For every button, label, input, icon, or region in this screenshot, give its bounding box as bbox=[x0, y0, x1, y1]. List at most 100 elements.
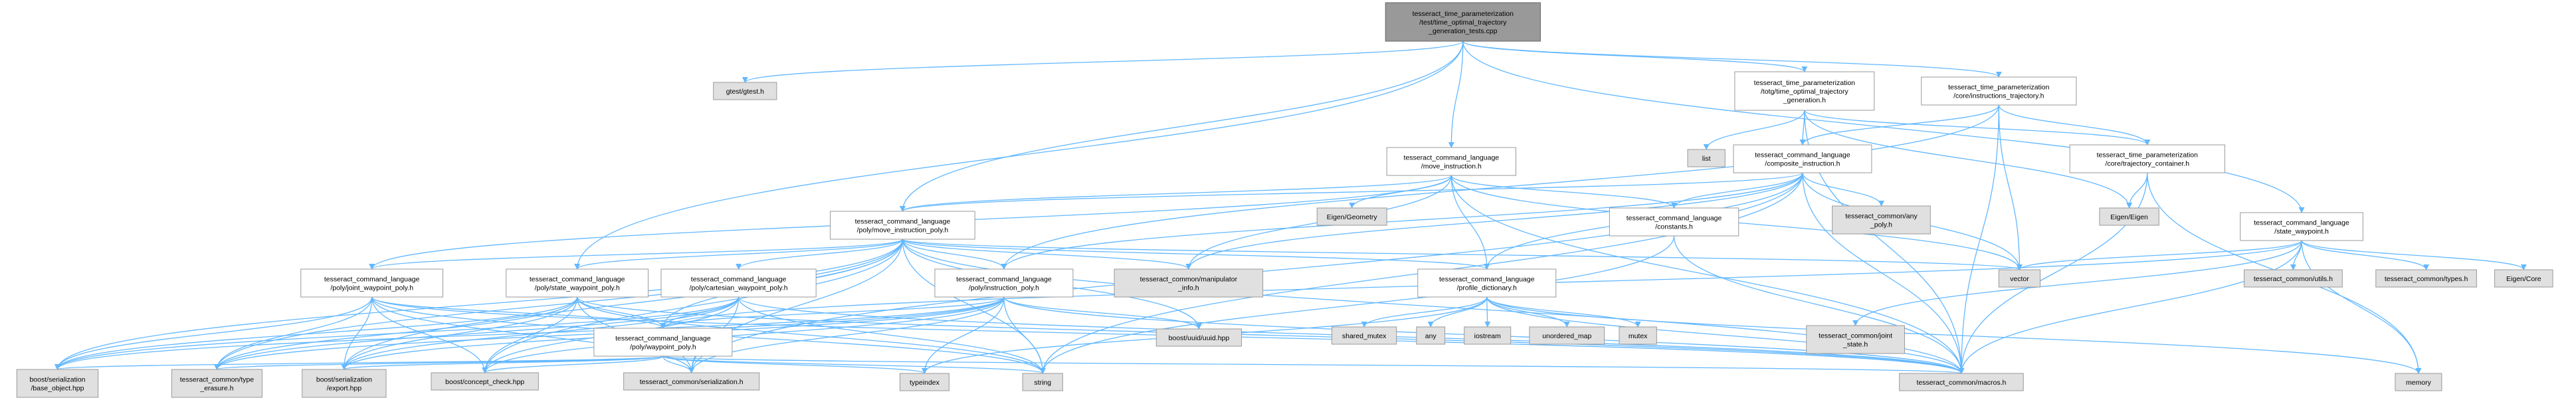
edge-composite-to-constants bbox=[1671, 172, 1803, 209]
node-label-line: tesseract_time_parameterization bbox=[1754, 79, 1855, 87]
node-label-line: tesseract_common/any bbox=[1845, 213, 1918, 221]
edge-move_instr_poly-to-joint_wp_poly bbox=[369, 239, 904, 270]
node-box bbox=[1609, 207, 1739, 237]
edge-state_wp-to-vector bbox=[2017, 240, 2302, 270]
edge-instr_poly-to-wp_poly bbox=[660, 296, 1005, 329]
node-mutex: mutex bbox=[1619, 326, 1657, 345]
node-box bbox=[2244, 269, 2343, 288]
node-box bbox=[431, 372, 539, 391]
edge-state_wp_poly-to-export_hpp bbox=[341, 296, 578, 370]
node-label-line: tesseract_command_language bbox=[1439, 276, 1535, 284]
node-label-line: tesseract_common/joint bbox=[1819, 332, 1892, 340]
edge-joint_wp_poly-to-export_hpp bbox=[341, 296, 373, 370]
node-label-line: tesseract_command_language bbox=[691, 276, 787, 284]
edge-move_instr_poly-to-concept_check bbox=[482, 239, 904, 373]
edge-cart_wp_poly-to-type_erasure bbox=[214, 296, 740, 370]
node-box bbox=[934, 268, 1074, 298]
node-label-line: boost/serialization bbox=[316, 376, 372, 384]
edge-constants-to-string bbox=[1039, 235, 1675, 374]
node-label-line: _info.h bbox=[1177, 284, 1199, 292]
node-box bbox=[1687, 149, 1726, 167]
node-label-line: iostream bbox=[1474, 332, 1502, 340]
edge-state_wp_poly-to-macros bbox=[577, 296, 1965, 374]
edge-profile_dict-to-iostream bbox=[1484, 296, 1491, 328]
node-move-instr-poly[interactable]: tesseract_command_language/poly/move_ins… bbox=[830, 211, 975, 240]
edge-move_instr_poly-to-profile_dict bbox=[902, 239, 1490, 270]
edge-wp_poly-to-string bbox=[662, 355, 1046, 374]
node-label-line: tesseract_command_language bbox=[2254, 219, 2349, 227]
node-profile-dict[interactable]: tesseract_command_language/profile_dicti… bbox=[1417, 268, 1557, 298]
node-box bbox=[660, 268, 817, 298]
node-label-line: gtest/gtest.h bbox=[726, 88, 764, 96]
node-label-line: tesseract_common/serialization.h bbox=[640, 378, 743, 386]
edge-instr_poly-to-base_object bbox=[54, 296, 1005, 370]
edge-state_wp-to-joint_state bbox=[1852, 240, 2302, 326]
node-state-wp[interactable]: tesseract_command_language/state_waypoin… bbox=[2240, 212, 2363, 241]
node-move-instr[interactable]: tesseract_command_language/move_instruct… bbox=[1386, 147, 1517, 176]
node-serialization: tesseract_common/serialization.h bbox=[623, 372, 760, 391]
node-label-line: boost/serialization bbox=[29, 376, 85, 384]
node-box bbox=[713, 82, 777, 100]
edge-totg-to-list bbox=[1703, 110, 1805, 150]
node-manip-info: tesseract_common/manipulator_info.h bbox=[1114, 268, 1264, 298]
node-label-line: /totg/time_optimal_trajectory bbox=[1761, 88, 1849, 96]
edge-profile_dict-to-shared_mutex bbox=[1361, 296, 1488, 328]
node-core-it[interactable]: tesseract_time_parameterization/core/ins… bbox=[1921, 76, 2077, 106]
node-label-line: vector bbox=[2010, 275, 2029, 283]
node-state-wp-poly[interactable]: tesseract_command_language/poly/state_wa… bbox=[506, 268, 649, 298]
node-eigen-geom: Eigen/Geometry bbox=[1316, 207, 1387, 226]
edge-wp_poly-to-type_erasure bbox=[214, 355, 664, 370]
node-cart-wp-poly[interactable]: tesseract_command_language/poly/cartesia… bbox=[660, 268, 817, 298]
edge-wp_poly-to-export_hpp bbox=[341, 355, 664, 370]
node-label-line: tesseract_command_language bbox=[1404, 154, 1500, 162]
node-box bbox=[302, 369, 387, 398]
node-uuid: boost/uuid/uuid.hpp bbox=[1155, 328, 1242, 347]
edge-constants-to-macros bbox=[1673, 235, 1965, 374]
node-wp-poly[interactable]: tesseract_command_language/poly/waypoint… bbox=[593, 328, 733, 357]
edge-root-to-gtest bbox=[742, 41, 1464, 83]
edge-core_it-to-traj_container bbox=[1998, 104, 2151, 146]
node-box bbox=[1386, 147, 1517, 176]
node-joint-wp-poly[interactable]: tesseract_command_language/poly/joint_wa… bbox=[300, 268, 444, 298]
node-box bbox=[900, 373, 949, 391]
node-label-line: Eigen/Eigen bbox=[2110, 213, 2148, 221]
node-memory: memory bbox=[2395, 373, 2442, 391]
node-label-line: Eigen/Core bbox=[2506, 275, 2541, 283]
node-eigen-eigen: Eigen/Eigen bbox=[2099, 207, 2159, 226]
node-box bbox=[506, 268, 649, 298]
edge-instr_poly-to-string bbox=[1003, 296, 1046, 374]
node-label-line: /poly/instruction_poly.h bbox=[969, 284, 1039, 292]
node-box bbox=[1417, 268, 1557, 298]
edge-core_it-to-vector bbox=[1998, 104, 2023, 270]
node-instr-poly[interactable]: tesseract_command_language/poly/instruct… bbox=[934, 268, 1074, 298]
node-box bbox=[1385, 2, 1541, 42]
edge-profile_dict-to-memory bbox=[1486, 296, 2422, 374]
edge-state_wp-to-memory bbox=[2301, 240, 2422, 374]
edge-root-to-move_instr bbox=[1448, 41, 1464, 148]
node-vector: vector bbox=[1998, 269, 2041, 288]
node-constants[interactable]: tesseract_command_language/constants.h bbox=[1609, 207, 1739, 237]
node-label-line: _state.h bbox=[1842, 341, 1868, 349]
node-box bbox=[171, 369, 263, 398]
node-label-line: tesseract_command_language bbox=[324, 276, 420, 284]
node-list: list bbox=[1687, 149, 1726, 167]
edge-profile_dict-to-unordered_map bbox=[1486, 296, 1570, 328]
node-types: tesseract_common/types.h bbox=[2375, 269, 2477, 288]
node-label-line: /poly/joint_waypoint_poly.h bbox=[330, 284, 413, 292]
edge-profile_dict-to-mutex bbox=[1486, 296, 1641, 328]
node-traj-container[interactable]: tesseract_time_parameterization/core/tra… bbox=[2069, 144, 2225, 173]
edge-cart_wp_poly-to-string bbox=[738, 296, 1046, 374]
node-box bbox=[2099, 207, 2159, 226]
node-label-line: /poly/state_waypoint_poly.h bbox=[535, 284, 620, 292]
node-eigen-core: Eigen/Core bbox=[2494, 269, 2553, 288]
node-composite[interactable]: tesseract_command_language/composite_ins… bbox=[1733, 144, 1872, 173]
node-label-line: Eigen/Geometry bbox=[1327, 213, 1378, 221]
node-box bbox=[830, 211, 975, 240]
edge-profile_dict-to-any bbox=[1427, 296, 1488, 328]
node-totg[interactable]: tesseract_time_parameterization/totg/tim… bbox=[1734, 71, 1875, 111]
edge-instr_poly-to-typeindex bbox=[921, 296, 1005, 374]
node-root[interactable]: tesseract_time_parameterization/test/tim… bbox=[1385, 2, 1541, 42]
node-label-line: _poly.h bbox=[1870, 221, 1892, 229]
node-box bbox=[1332, 326, 1397, 345]
